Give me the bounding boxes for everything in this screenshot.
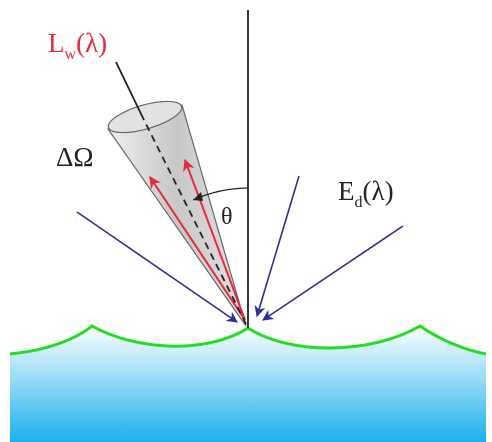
upwelling-ray-1 <box>149 176 246 321</box>
sea-surface-line <box>9 324 487 356</box>
upwelling-ray-2 <box>183 158 246 321</box>
radiance-label: Lw(λ) <box>48 28 107 63</box>
zenith-angle-label: θ <box>221 204 233 230</box>
irradiance-label: Ed(λ) <box>338 176 394 211</box>
viewing-direction-line <box>115 61 144 119</box>
incident-ray-left <box>76 211 238 323</box>
solid-angle-label: ΔΩ <box>56 142 93 172</box>
zenith-angle-arrowhead <box>193 192 203 201</box>
water-body <box>10 326 486 442</box>
incident-ray-upper-right <box>254 175 300 318</box>
incident-ray-right <box>262 225 404 321</box>
viewing-direction-dashed <box>142 117 247 325</box>
